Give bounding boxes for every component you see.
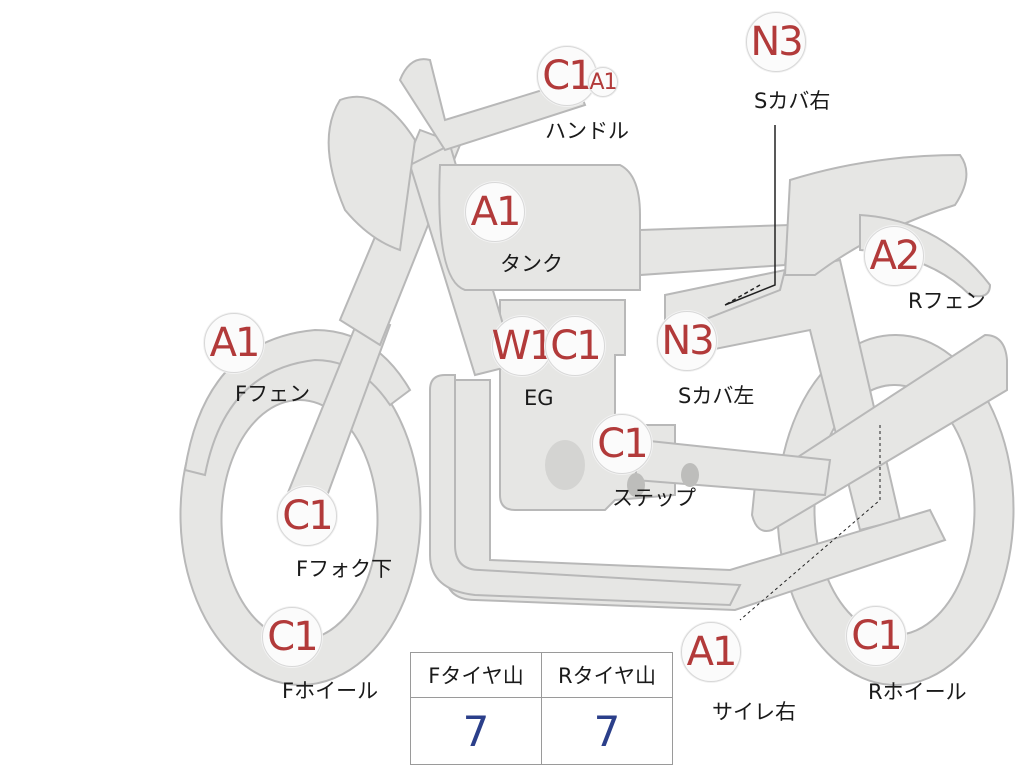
marker-step: C1 [592, 414, 652, 474]
code-badge: A1 [588, 67, 618, 97]
code-badge: C1 [846, 606, 906, 666]
code-badge: A1 [681, 622, 741, 682]
seat-shape [783, 153, 968, 276]
label-handle: ハンドル [545, 119, 629, 143]
marker-front-fender: A1 [204, 313, 264, 373]
marker-side-cover-left: N3 [657, 311, 717, 371]
code-badge: A1 [465, 182, 525, 242]
code-badge: A1 [204, 313, 264, 373]
label-rear-wheel: Rホイール [868, 680, 967, 704]
label-tank: タンク [500, 252, 563, 276]
leader-line-silencer-right [739, 425, 881, 621]
marker-engine-c1: C1 [545, 316, 605, 376]
code-badge: A2 [864, 226, 924, 286]
label-side-cover-right: Sカバ右 [754, 89, 831, 113]
code-badge: C1 [545, 316, 605, 376]
marker-rear-wheel: C1 [846, 606, 906, 666]
marker-side-cover-right: N3 [746, 12, 806, 72]
code-badge: N3 [746, 12, 806, 72]
label-side-cover-left: Sカバ左 [678, 384, 755, 408]
label-front-fork-lower: Fフォク下 [296, 557, 393, 581]
label-step: ステップ [612, 486, 696, 510]
code-badge: C1 [277, 486, 337, 546]
front-tire-tread-value: 7 [410, 697, 542, 765]
label-silencer-right: サイレ右 [712, 700, 796, 724]
marker-rear-fender: A2 [864, 226, 924, 286]
marker-tank: A1 [465, 182, 525, 242]
label-front-fender: Fフェン [235, 382, 311, 406]
code-badge: C1 [262, 607, 322, 667]
leader-line-side-cover-right [724, 125, 776, 306]
marker-front-wheel: C1 [262, 607, 322, 667]
code-badge: C1 [537, 46, 597, 106]
rear-tire-tread-value: 7 [541, 697, 673, 765]
marker-engine-w1: W1 [492, 316, 555, 376]
label-rear-fender: Rフェン [908, 289, 986, 313]
front-tire-tread-header: Fタイヤ山 [410, 652, 542, 698]
marker-silencer-right: A1 [681, 622, 741, 682]
headlight-shape [327, 95, 417, 252]
code-badge: C1 [592, 414, 652, 474]
code-badge: W1 [492, 316, 555, 376]
marker-handle: C1 [537, 46, 597, 106]
tire-tread-table: Fタイヤ山 Rタイヤ山 7 7 [410, 652, 673, 765]
label-engine: EG [524, 386, 554, 410]
marker-front-fork-lower: C1 [277, 486, 337, 546]
label-front-wheel: Fホイール [282, 679, 379, 703]
rear-tire-tread-header: Rタイヤ山 [541, 652, 673, 698]
marker-handle-sub: A1 [588, 67, 618, 97]
code-badge: N3 [657, 311, 717, 371]
